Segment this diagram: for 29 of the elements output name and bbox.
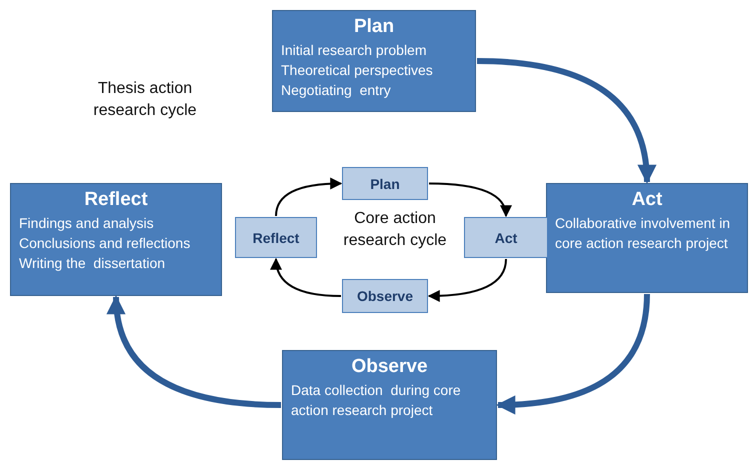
arrow <box>476 58 656 184</box>
stage-description: Negotiating entry <box>281 81 392 100</box>
arrow <box>275 178 342 216</box>
stage-title: Plan <box>352 15 396 39</box>
stage-box <box>272 10 476 112</box>
cycle-step-box: Reflect <box>235 217 317 258</box>
stage-description: Data collection during core action research project <box>291 380 462 420</box>
stage-description: Findings and analysis <box>19 214 155 233</box>
stage-description: Initial research problem <box>281 40 428 60</box>
stage-description: Conclusions and reflections <box>19 234 192 253</box>
arrow <box>496 294 650 414</box>
arrow <box>428 258 507 302</box>
stage-description: Theoretical perspectives <box>281 60 434 80</box>
arrow <box>108 295 282 408</box>
cycle-step-box: Act <box>464 217 548 258</box>
cycle-label: Core action research cycle <box>342 209 448 251</box>
stage-box <box>282 350 497 460</box>
stage-box <box>10 183 222 296</box>
arrow <box>270 258 342 297</box>
stage-title: Reflect <box>83 188 149 212</box>
cycle-step-box: Plan <box>342 167 428 200</box>
stage-title: Observe <box>350 355 429 379</box>
cycle-step-box: Observe <box>342 279 428 313</box>
arrow <box>428 182 511 218</box>
stage-description: Collaborative involvement in core action research project <box>555 214 732 253</box>
stage-title: Act <box>630 188 664 212</box>
cycle-label: Thesis action research cycle <box>92 79 198 121</box>
stage-box <box>546 183 748 293</box>
stage-description: Writing the dissertation <box>19 254 166 274</box>
